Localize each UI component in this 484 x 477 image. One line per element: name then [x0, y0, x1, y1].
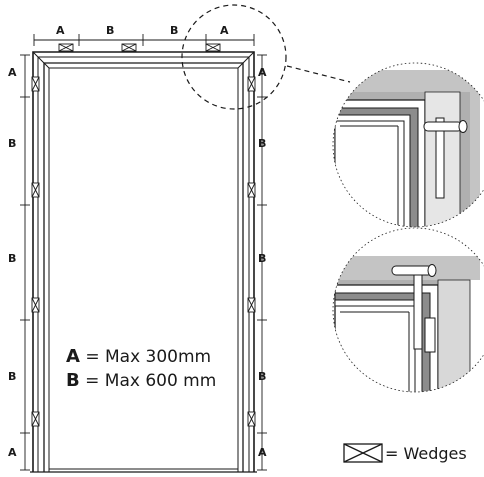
wedge-left-3 — [31, 297, 40, 313]
legend: A = Max 300mm B = Max 600 mm — [66, 346, 216, 391]
wedge-right-3 — [247, 297, 256, 313]
dimension-labels: A B B A A B B B A A B B B A — [8, 24, 267, 459]
wedge-left-1 — [31, 76, 40, 92]
wedge-right-2 — [247, 182, 256, 198]
wedge-left-2 — [31, 182, 40, 198]
dimension-lines — [20, 34, 267, 471]
legend-b: B = Max 600 mm — [66, 370, 216, 391]
door-frame — [30, 51, 257, 473]
dim-right-5: A — [258, 446, 267, 459]
dim-left-5: A — [8, 446, 17, 459]
wedge-legend: = Wedges — [343, 443, 467, 463]
callout — [181, 4, 351, 110]
dim-right-3: B — [258, 252, 266, 265]
wedge-right-4 — [247, 411, 256, 427]
dim-left-3: B — [8, 252, 16, 265]
dim-right-2: B — [258, 137, 266, 150]
dim-left-4: B — [8, 370, 16, 383]
dim-right-4: B — [258, 370, 266, 383]
detail-view-top — [332, 62, 484, 228]
legend-a: A = Max 300mm — [66, 346, 211, 367]
dim-left-2: B — [8, 137, 16, 150]
dim-left-1: A — [8, 66, 17, 79]
wedge-top-1 — [58, 43, 74, 52]
wedge-left-4 — [31, 411, 40, 427]
dim-top-2: B — [106, 24, 114, 37]
wedge-top-2 — [121, 43, 137, 52]
wedge-legend-label: = Wedges — [385, 444, 467, 463]
dim-top-3: B — [170, 24, 178, 37]
detail-view-bottom — [332, 227, 484, 393]
wedge-top-3 — [205, 43, 221, 52]
wedge-icon — [343, 443, 383, 463]
dim-top-4: A — [220, 24, 229, 37]
wedge-right-1 — [247, 76, 256, 92]
dim-right-1: A — [258, 66, 267, 79]
frame-wedges — [31, 43, 256, 427]
dim-top-1: A — [56, 24, 65, 37]
